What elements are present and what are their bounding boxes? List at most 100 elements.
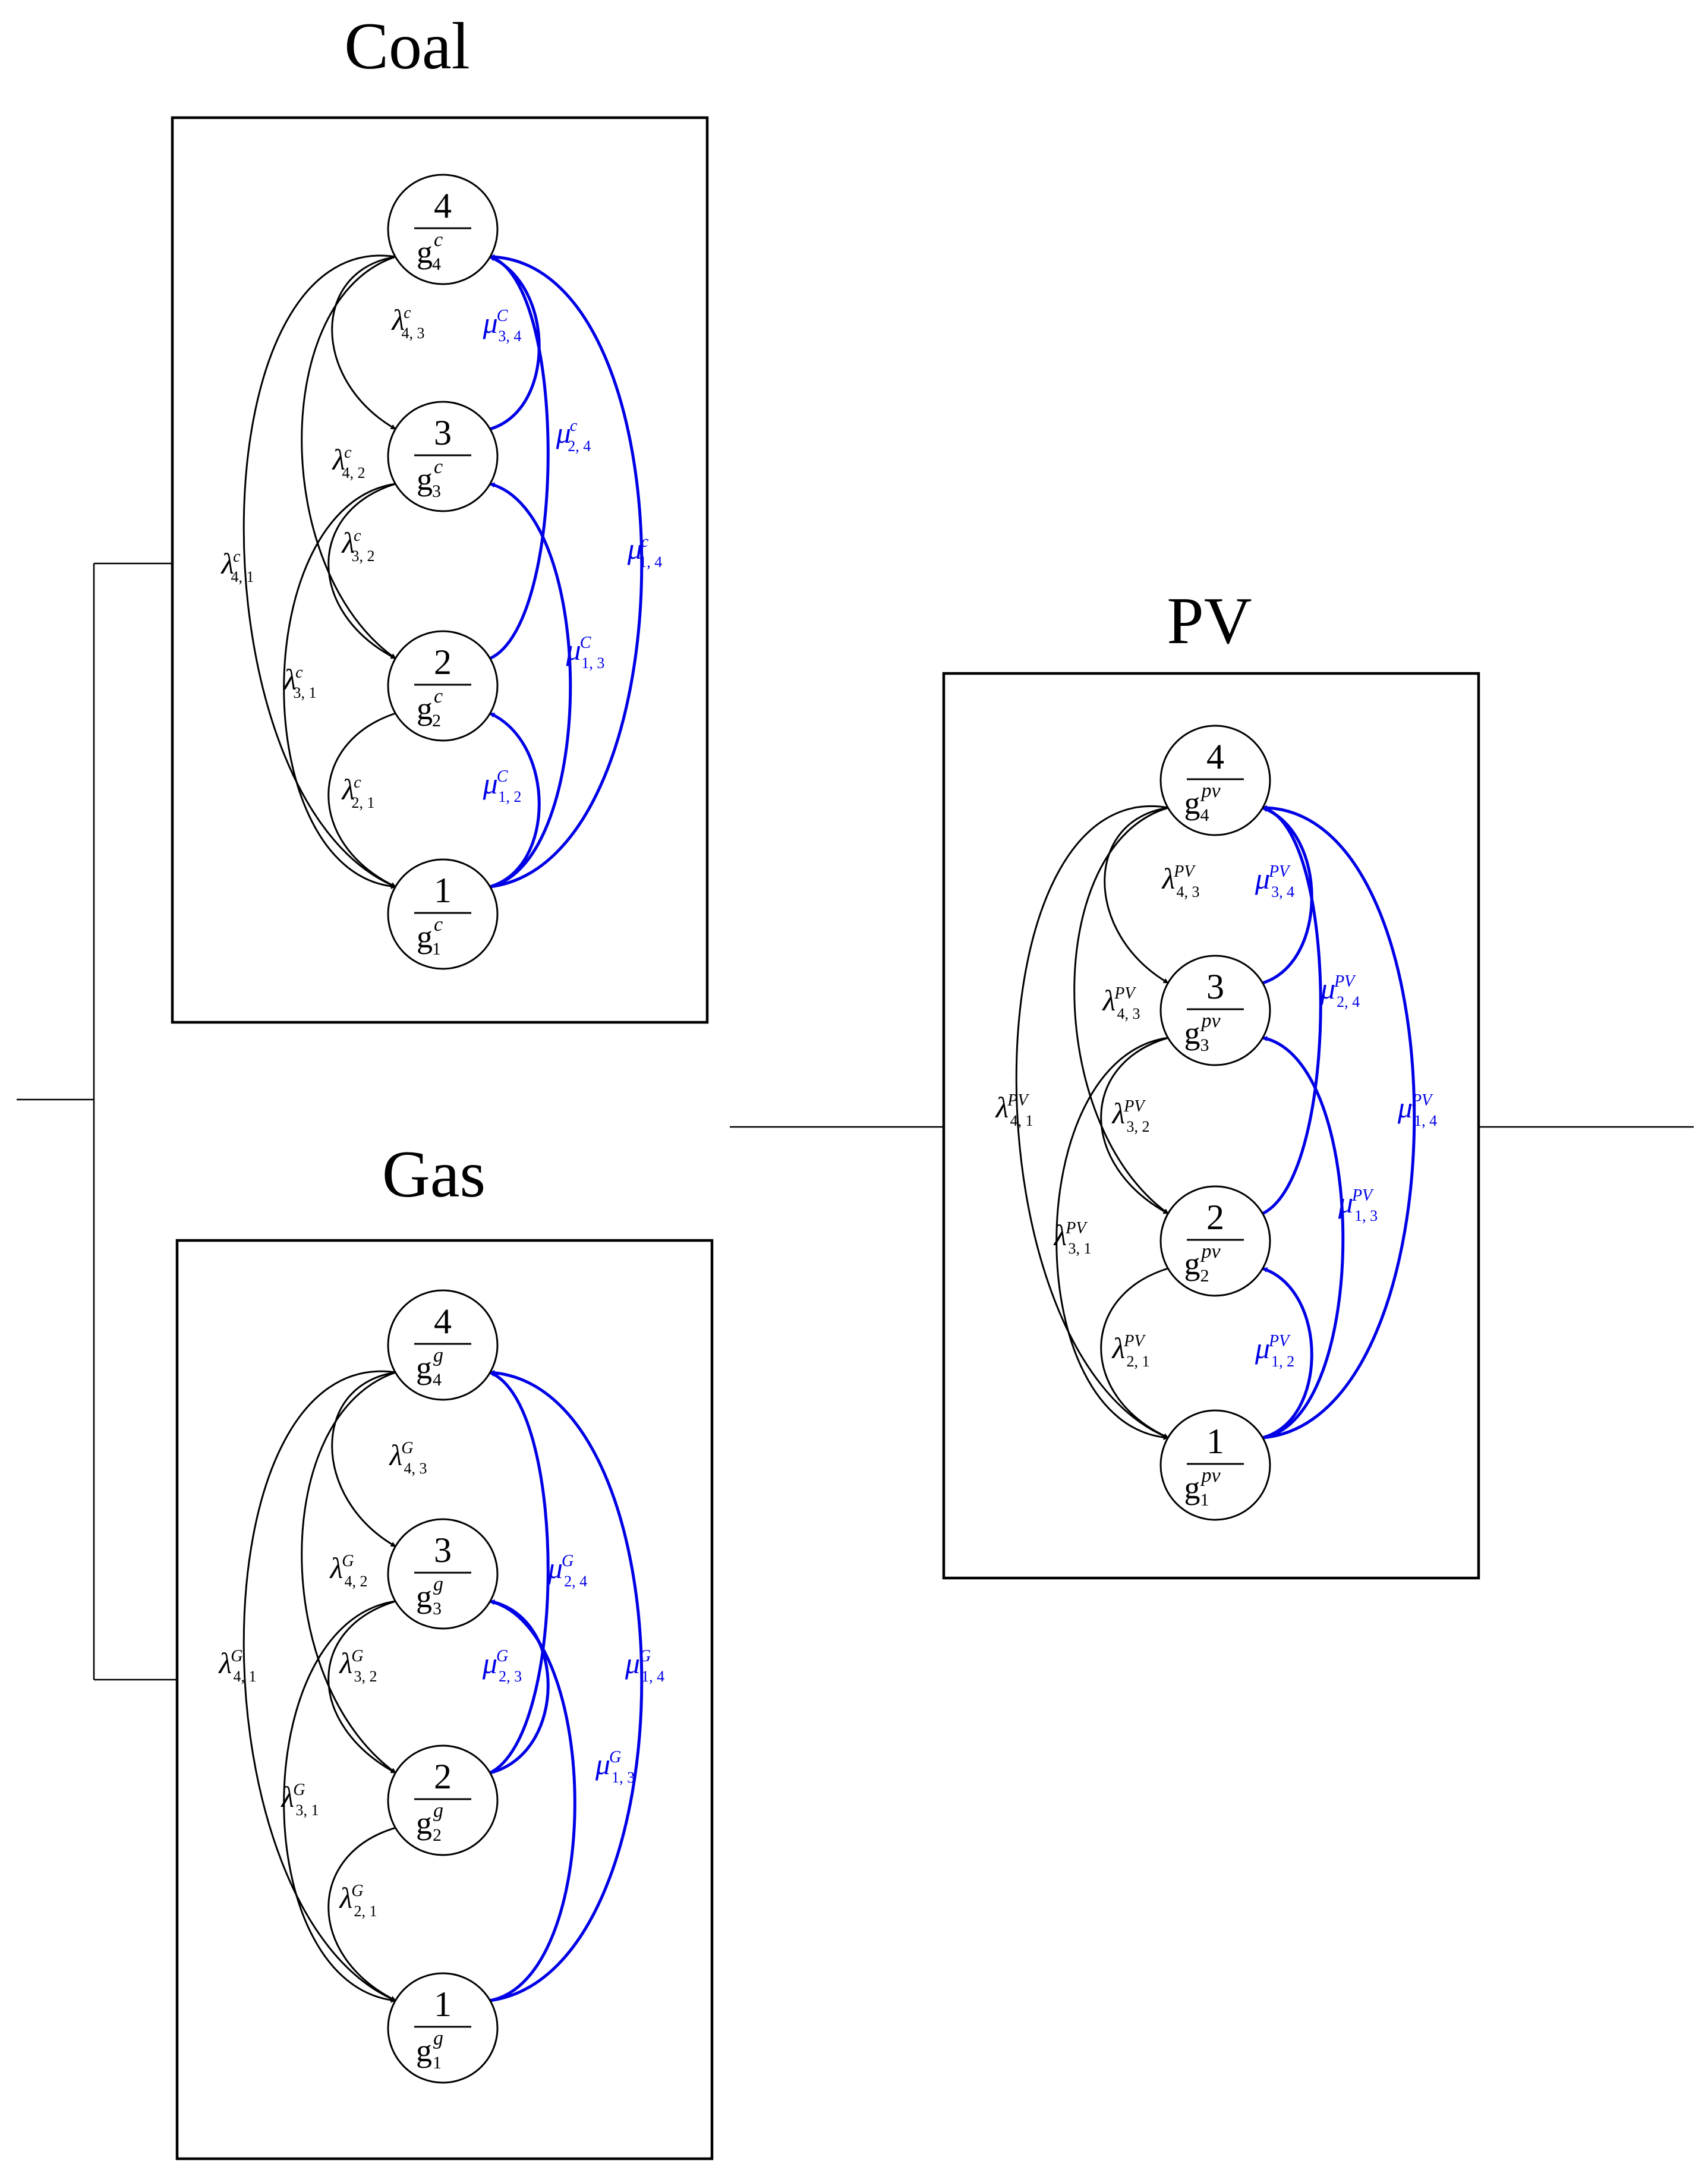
repair-rate-edge-1-4	[489, 1370, 644, 2002]
repair-rate-edge-1-3	[489, 482, 572, 889]
failure-rate-edge-4-2	[1073, 807, 1169, 1215]
failure-rate-edge-3-2	[1100, 1037, 1169, 1215]
state-number: 4	[434, 186, 452, 225]
failure-rate-edge-4-3	[1104, 807, 1169, 984]
failure-rate-edge-3-1	[283, 1600, 396, 2003]
failure-rate-edge-2-1	[327, 712, 396, 888]
repair-rate-edge-1-3	[489, 1599, 576, 2002]
group-title: Coal	[344, 10, 470, 83]
state-number: 1	[1206, 1422, 1224, 1461]
repair-rate-edge-1-3	[1262, 1036, 1345, 1440]
group-title: PV	[1167, 584, 1252, 658]
group-box	[942, 672, 1480, 1580]
state-number: 3	[434, 413, 452, 452]
failure-rate-edge-3-1	[283, 483, 396, 889]
state-number: 1	[434, 871, 452, 910]
repair-rate-edge-2-4	[1262, 806, 1322, 1215]
group-title: Gas	[382, 1138, 486, 1211]
state-circle	[387, 858, 499, 970]
failure-rate-edge-4-1	[242, 254, 396, 888]
connection-lines	[17, 562, 1694, 1681]
edges	[1015, 805, 1416, 1440]
failure-rate-edge-4-2	[301, 256, 396, 660]
state-circle	[387, 1289, 499, 1401]
repair-rate-edge-1-4	[1262, 805, 1416, 1440]
group-box	[171, 116, 709, 1024]
failure-rate-edge-3-2	[327, 1600, 396, 1774]
failure-rate-edge-2-1	[327, 1826, 396, 2002]
group-box	[175, 1239, 714, 2161]
repair-rate-edge-1-4	[489, 254, 644, 889]
state-number: 3	[434, 1530, 452, 1570]
state-circle	[387, 174, 499, 285]
state-circle	[387, 630, 499, 742]
state-number: 4	[1206, 737, 1224, 776]
failure-rate-edge-4-2	[301, 1371, 396, 1774]
failure-rate-edge-4-1	[242, 1370, 396, 2002]
failure-rate-edge-3-2	[327, 483, 396, 660]
state-number: 4	[434, 1302, 452, 1341]
repair-rate-edge-2-4	[489, 1371, 550, 1775]
state-circle	[1159, 1409, 1271, 1521]
failure-rate-edge-4-3	[331, 256, 396, 430]
edges	[242, 254, 644, 889]
state-number: 2	[434, 1757, 452, 1796]
repair-rate-edge-1-2	[489, 711, 541, 889]
state-number: 2	[1206, 1198, 1224, 1237]
failure-rate-edge-3-1	[1055, 1037, 1169, 1440]
failure-rate-edge-4-1	[1015, 805, 1169, 1439]
state-circle	[1159, 1185, 1271, 1297]
repair-rate-edge-1-2	[1262, 1267, 1313, 1440]
state-circle	[387, 1744, 499, 1856]
state-number: 2	[434, 643, 452, 682]
